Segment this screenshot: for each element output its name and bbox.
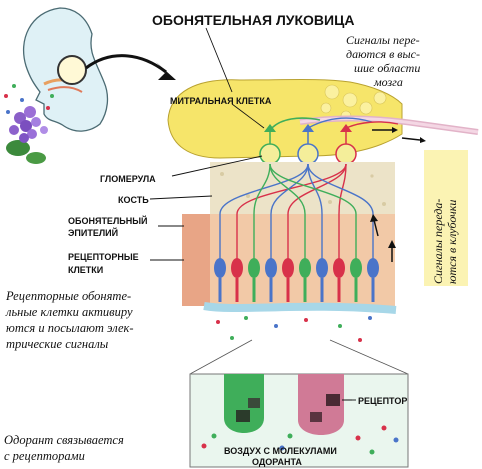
- receptor-axons: [219, 163, 374, 262]
- zoom-arrow: [85, 54, 167, 74]
- receptor-cells-label-line1: РЕЦЕПТОРНЫЕ: [68, 252, 139, 262]
- signals-glomeruli-line1: Сигналы переда-: [431, 199, 445, 284]
- tract-arrow-2: [401, 137, 421, 141]
- receptor-axon: [236, 163, 347, 262]
- inset-red-cell: [298, 374, 344, 435]
- signals-higher-line2: даются в выс-: [346, 47, 420, 61]
- air-molecules-label-line1: ВОЗДУХ С МОЛЕКУЛАМИ: [224, 446, 337, 456]
- signals-higher-line4: мозга: [373, 75, 403, 89]
- mucus-particles: [216, 316, 372, 342]
- receptor-cell: [265, 258, 277, 278]
- receptor-axon: [253, 163, 271, 262]
- receptor-activation-line4: трические сигналы: [6, 337, 109, 351]
- receptor-cell: [231, 258, 243, 278]
- receptor-activation-line2: льные клетки активиру: [5, 305, 133, 319]
- nasal-passage-lower: [47, 86, 83, 93]
- receptor-axon: [219, 163, 309, 262]
- receptor-cell: [248, 258, 260, 278]
- olfactory-epithelium-label-line1: ОБОНЯТЕЛЬНЫЙ: [68, 215, 148, 226]
- glomerulus-blue: [297, 143, 319, 165]
- glomerulus-red: [335, 143, 357, 165]
- receptor-cell: [299, 258, 311, 278]
- magnifier-circle: [57, 55, 87, 85]
- receptor-cells-group: [214, 258, 379, 302]
- zoom-arrow-head: [156, 62, 176, 80]
- receptor-activation-line3: ются и посылают элек-: [6, 321, 134, 335]
- bulb-bubbles: [320, 84, 387, 122]
- receptor-axon: [270, 163, 309, 262]
- head-illustration: [22, 7, 176, 132]
- receptor-axon: [307, 163, 323, 262]
- receptor-axon: [287, 163, 347, 262]
- receptor-cells-label-line2: КЛЕТКИ: [68, 265, 103, 275]
- signals-glomeruli-box: [424, 150, 468, 286]
- receptor-activation-line1: Рецепторные обоняте-: [5, 289, 131, 303]
- receptor-label: РЕЦЕПТОР: [358, 396, 407, 406]
- receptor-cell: [214, 258, 226, 278]
- bone-label: КОСТЬ: [118, 195, 149, 205]
- receptor-cell: [282, 258, 294, 278]
- receptor-cell: [350, 258, 362, 278]
- receptor-axon: [269, 163, 357, 262]
- receptor-axon: [338, 163, 347, 262]
- odorant-binds-line2: с рецепторами: [4, 449, 85, 463]
- inset-green-cell: [224, 374, 264, 433]
- receptor-axon: [269, 163, 306, 262]
- receptor-molecule-green: [236, 410, 250, 422]
- air-molecules-label-line2: ОДОРАНТА: [252, 457, 302, 467]
- signals-higher-line3: шие области: [354, 61, 420, 75]
- receptor-axon: [307, 163, 374, 262]
- inset-particles: [201, 425, 399, 455]
- inset-guide-left: [189, 339, 253, 375]
- glomerulus-green: [259, 143, 281, 165]
- inset-guide-right: [329, 339, 409, 375]
- odorant-binds-line1: Одорант связывается: [4, 433, 124, 447]
- receptor-molecule-red: [326, 394, 340, 406]
- glomerulus-label: ГЛОМЕРУЛА: [100, 174, 156, 184]
- lilac-flower-icon: [6, 106, 48, 164]
- epithelium-edge: [182, 214, 210, 306]
- receptor-cell: [316, 258, 328, 278]
- leader-lines: [149, 27, 356, 401]
- signals-higher-line1: Сигналы пере-: [346, 33, 420, 47]
- mitral-cell-label: МИТРАЛЬНАЯ КЛЕТКА: [170, 96, 272, 106]
- receptor-cell: [333, 258, 345, 278]
- receptor-cell: [367, 258, 379, 278]
- signals-glomeruli-line2: ются в клубочки: [445, 200, 459, 284]
- mitral-cells: [264, 117, 399, 132]
- bone-layer: [210, 162, 395, 214]
- odor-particles: [4, 84, 54, 114]
- olfactory-bulb-label: ОБОНЯТЕЛЬНАЯ ЛУКОВИЦА: [152, 12, 354, 28]
- signal-up-arrow-1: [373, 219, 379, 237]
- mucus-layer: [203, 302, 397, 314]
- mitral-cell-green: [264, 124, 276, 132]
- olfactory-epithelium-label-line2: ЭПИТЕЛИЙ: [68, 227, 118, 238]
